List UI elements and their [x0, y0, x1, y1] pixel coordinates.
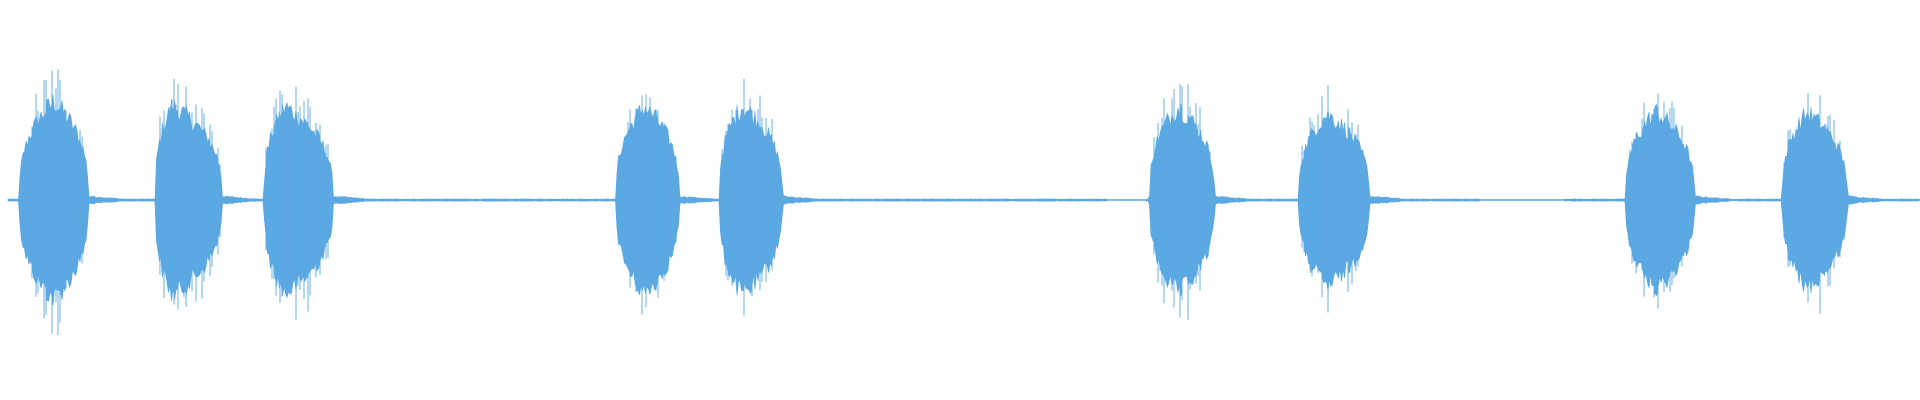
waveform-lower-envelope — [7, 199, 1920, 306]
waveform-transients — [31, 69, 1841, 336]
